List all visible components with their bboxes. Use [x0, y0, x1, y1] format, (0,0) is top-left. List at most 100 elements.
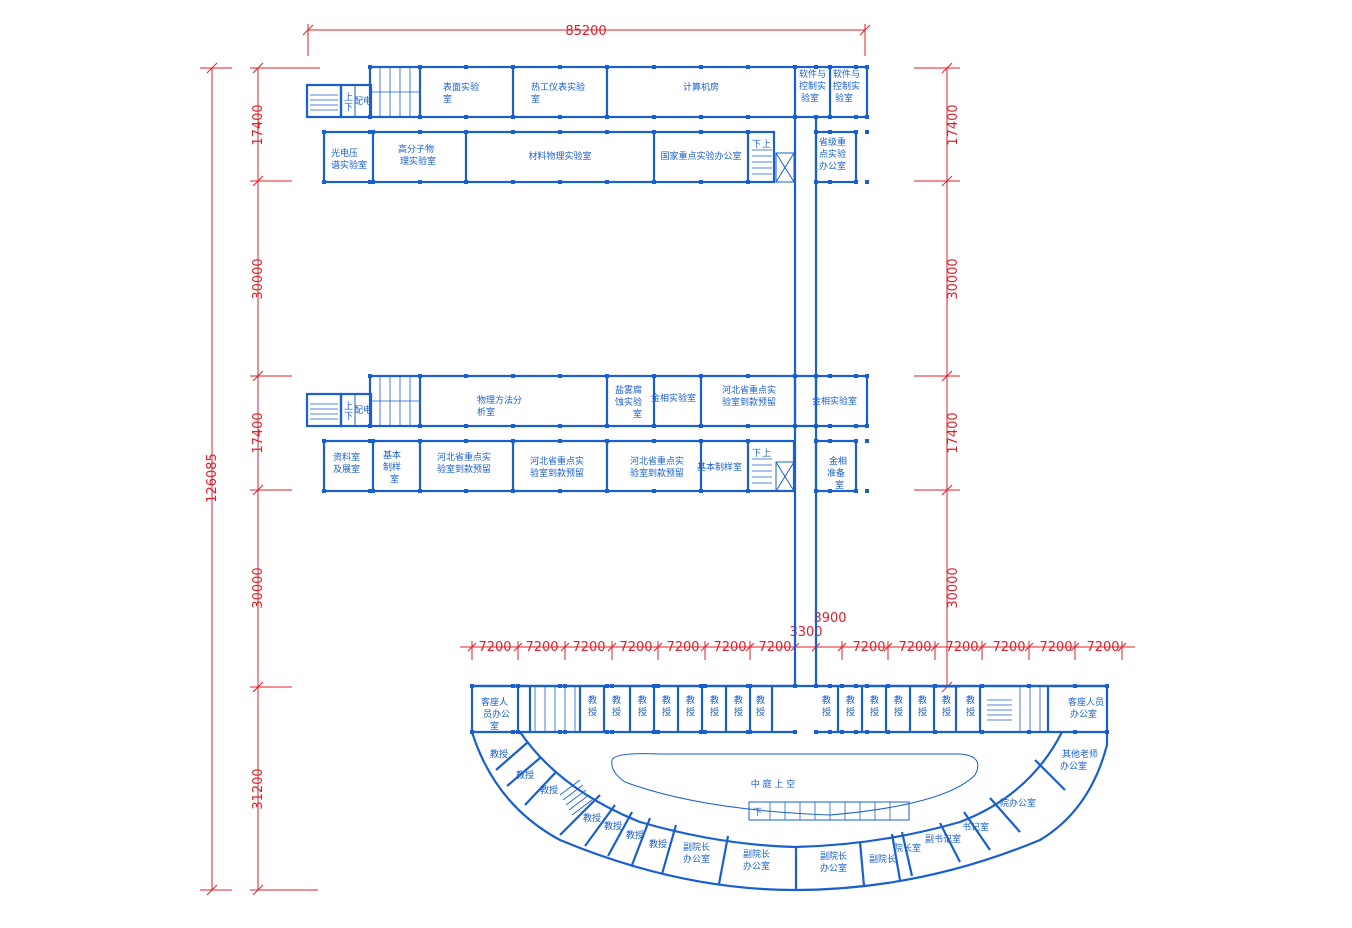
b3-vice-dean-c-l2: 办公室	[820, 862, 847, 874]
b1-prov-office-l2: 点实验	[819, 148, 846, 160]
b3-professor-arc-6: 教授	[626, 829, 644, 841]
b2-metallo-lab: 金相实验室	[651, 392, 696, 404]
b3-professor-top-6-l2: 授	[710, 706, 719, 718]
dim-bay-13: 7200	[1086, 640, 1119, 655]
b2-hebei-d-l1: 河北省重点实	[630, 455, 684, 467]
dim-left-seg-4: 30000	[251, 567, 266, 608]
dim-left-seg-3: 17400	[251, 412, 266, 453]
b3-professor-top-6-l1: 教	[710, 694, 719, 706]
b3-professor-top-5-l1: 教	[686, 694, 695, 706]
b3-professor-arc-3: 教授	[540, 784, 558, 796]
block-2: 上 下 配电 物理方法分 析室 盐雾腐 蚀实验 室 金相实验室 河北省重点实 验…	[305, 374, 869, 493]
b3-courtyard: 中 庭 上 空	[751, 778, 796, 790]
b3-vice-secretary: 副书记室	[925, 833, 961, 845]
dimension-lines: 85200 126085 17400 30000 17400 30000 312…	[200, 24, 1135, 896]
b1-thermal-lab-l1: 热工仪表实验	[531, 81, 585, 93]
b3-stair-down: 下	[753, 808, 762, 818]
dim-bay-6: 7200	[713, 640, 746, 655]
b1-stair-up-label: 上	[344, 92, 353, 103]
dim-bay-1: 7200	[478, 640, 511, 655]
b3-professor-top-4-l2: 授	[662, 706, 671, 718]
b3-professor-top-2-l2: 授	[612, 706, 621, 718]
b2-metallo-lab-2: 金相实验室	[812, 395, 857, 407]
b3-professor-top-11-l1: 教	[870, 694, 879, 706]
dim-bay-4: 7200	[619, 640, 652, 655]
b2-salt-lab-l3: 室	[633, 408, 642, 420]
b2-sample-l2: 制样	[383, 461, 401, 473]
dim-bay-2: 7200	[525, 640, 558, 655]
dim-left-seg-2: 30000	[251, 258, 266, 299]
b3-professor-top-11-l2: 授	[870, 706, 879, 718]
b1-soft-lab-a-l1: 软件与	[799, 68, 826, 80]
dim-bay-9: 7200	[898, 640, 931, 655]
b1-prov-office-l1: 省级重	[819, 136, 846, 148]
b2-stair-down-label: 下	[344, 412, 353, 422]
b3-professor-top-1-l1: 教	[588, 694, 597, 706]
dim-right-seg-3: 17400	[946, 412, 961, 453]
b3-visitor-left-l1: 客座人	[481, 696, 508, 708]
b2-salt-lab-l1: 盐雾腐	[615, 384, 642, 396]
b3-dean: 院长室	[894, 842, 921, 854]
b3-professor-top-9-l2: 授	[822, 706, 831, 718]
b3-professor-top-10-l2: 授	[846, 706, 855, 718]
b2-hebei-c-l2: 验室到款预留	[530, 467, 584, 479]
b2-metallo-prep-l2: 准备	[827, 467, 845, 479]
dim-top-width: 85200	[565, 24, 606, 39]
b3-professor-top-3-l1: 教	[638, 694, 647, 706]
b3-professor-top-8-l2: 授	[756, 706, 765, 718]
b2-hebei-b-l1: 河北省重点实	[437, 451, 491, 463]
b2-hebei-a-l2: 验室到款预留	[722, 396, 776, 408]
b3-professor-arc-4: 教授	[583, 812, 601, 824]
b1-polymer-lab-l1: 高分子物	[398, 143, 434, 155]
b3-dean-office: 院办公室	[1000, 797, 1036, 809]
b2-stair-up-label: 上	[344, 401, 353, 412]
block-3: 中 庭 上 空 下 客座人 员办公 室 客座人员 办公室 教授教授教授教授教授教…	[470, 684, 1109, 892]
dim-right-seg-2: 30000	[946, 258, 961, 299]
b1-lower-stair-up: 上	[762, 139, 771, 150]
dim-left-seg-1: 17400	[251, 104, 266, 145]
b1-prov-office-l3: 办公室	[819, 160, 846, 172]
b3-professor-arc-1: 教授	[490, 748, 508, 760]
b3-visitor-right-l1: 客座人员	[1068, 696, 1104, 708]
b3-vice-dean-a-l2: 办公室	[683, 853, 710, 865]
b3-other-teachers-l2: 办公室	[1060, 760, 1087, 772]
b1-photo-lab-l2: 谱实验室	[331, 159, 367, 171]
b2-hebei-b-l2: 验室到款预留	[437, 463, 491, 475]
b2-power-room: 配电	[354, 404, 372, 416]
dim-right-seg-4: 30000	[946, 567, 961, 608]
b1-photo-lab-l1: 光电压	[331, 147, 358, 159]
b1-soft-lab-a-l2: 控制实	[799, 80, 826, 92]
b3-professor-arc-5: 教授	[604, 820, 622, 832]
b3-other-teachers-l1: 其他老师	[1062, 748, 1098, 760]
b3-professor-top-3-l2: 授	[638, 706, 647, 718]
b3-visitor-left-l2: 员办公	[483, 708, 510, 720]
b1-computer-room: 计算机房	[683, 81, 719, 93]
b3-vice-dean-a-l1: 副院长	[683, 841, 710, 853]
b2-lower-stair-up: 上	[762, 448, 771, 459]
b3-professor-top-2-l1: 教	[612, 694, 621, 706]
b3-professor-top-15-l1: 教	[966, 694, 975, 706]
dim-corridor-3900: 3900	[813, 611, 846, 626]
b2-sample-room: 基本制样室	[697, 461, 742, 473]
b3-professor-top-7-l2: 授	[734, 706, 743, 718]
b1-soft-lab-b-l3: 验室	[835, 92, 853, 104]
b3-professor-top-5-l2: 授	[686, 706, 695, 718]
b2-hebei-d-l2: 验室到款预留	[630, 467, 684, 479]
b1-surface-lab-l1: 表面实验	[443, 81, 479, 93]
b1-surface-lab-l2: 室	[443, 93, 452, 105]
b3-vice-dean-small: 副院长	[869, 853, 896, 865]
b1-materials-lab: 材料物理实验室	[528, 150, 591, 162]
b2-archive-l2: 及展室	[333, 463, 360, 475]
dim-left-seg-5: 31200	[251, 768, 266, 809]
b3-professor-arc-2: 教授	[516, 769, 534, 781]
dim-bay-7: 7200	[758, 640, 791, 655]
b3-professor-top-13-l2: 授	[918, 706, 927, 718]
b3-professor-top-15-l2: 授	[966, 706, 975, 718]
dim-total-height: 126085	[205, 453, 220, 503]
dim-bay-10: 7200	[945, 640, 978, 655]
column-markers	[322, 65, 1109, 734]
b2-hebei-a-l1: 河北省重点实	[722, 384, 776, 396]
b1-soft-lab-a-l3: 验室	[801, 92, 819, 104]
b1-soft-lab-b-l2: 控制实	[833, 80, 860, 92]
b2-metallo-prep-l3: 室	[835, 479, 844, 491]
